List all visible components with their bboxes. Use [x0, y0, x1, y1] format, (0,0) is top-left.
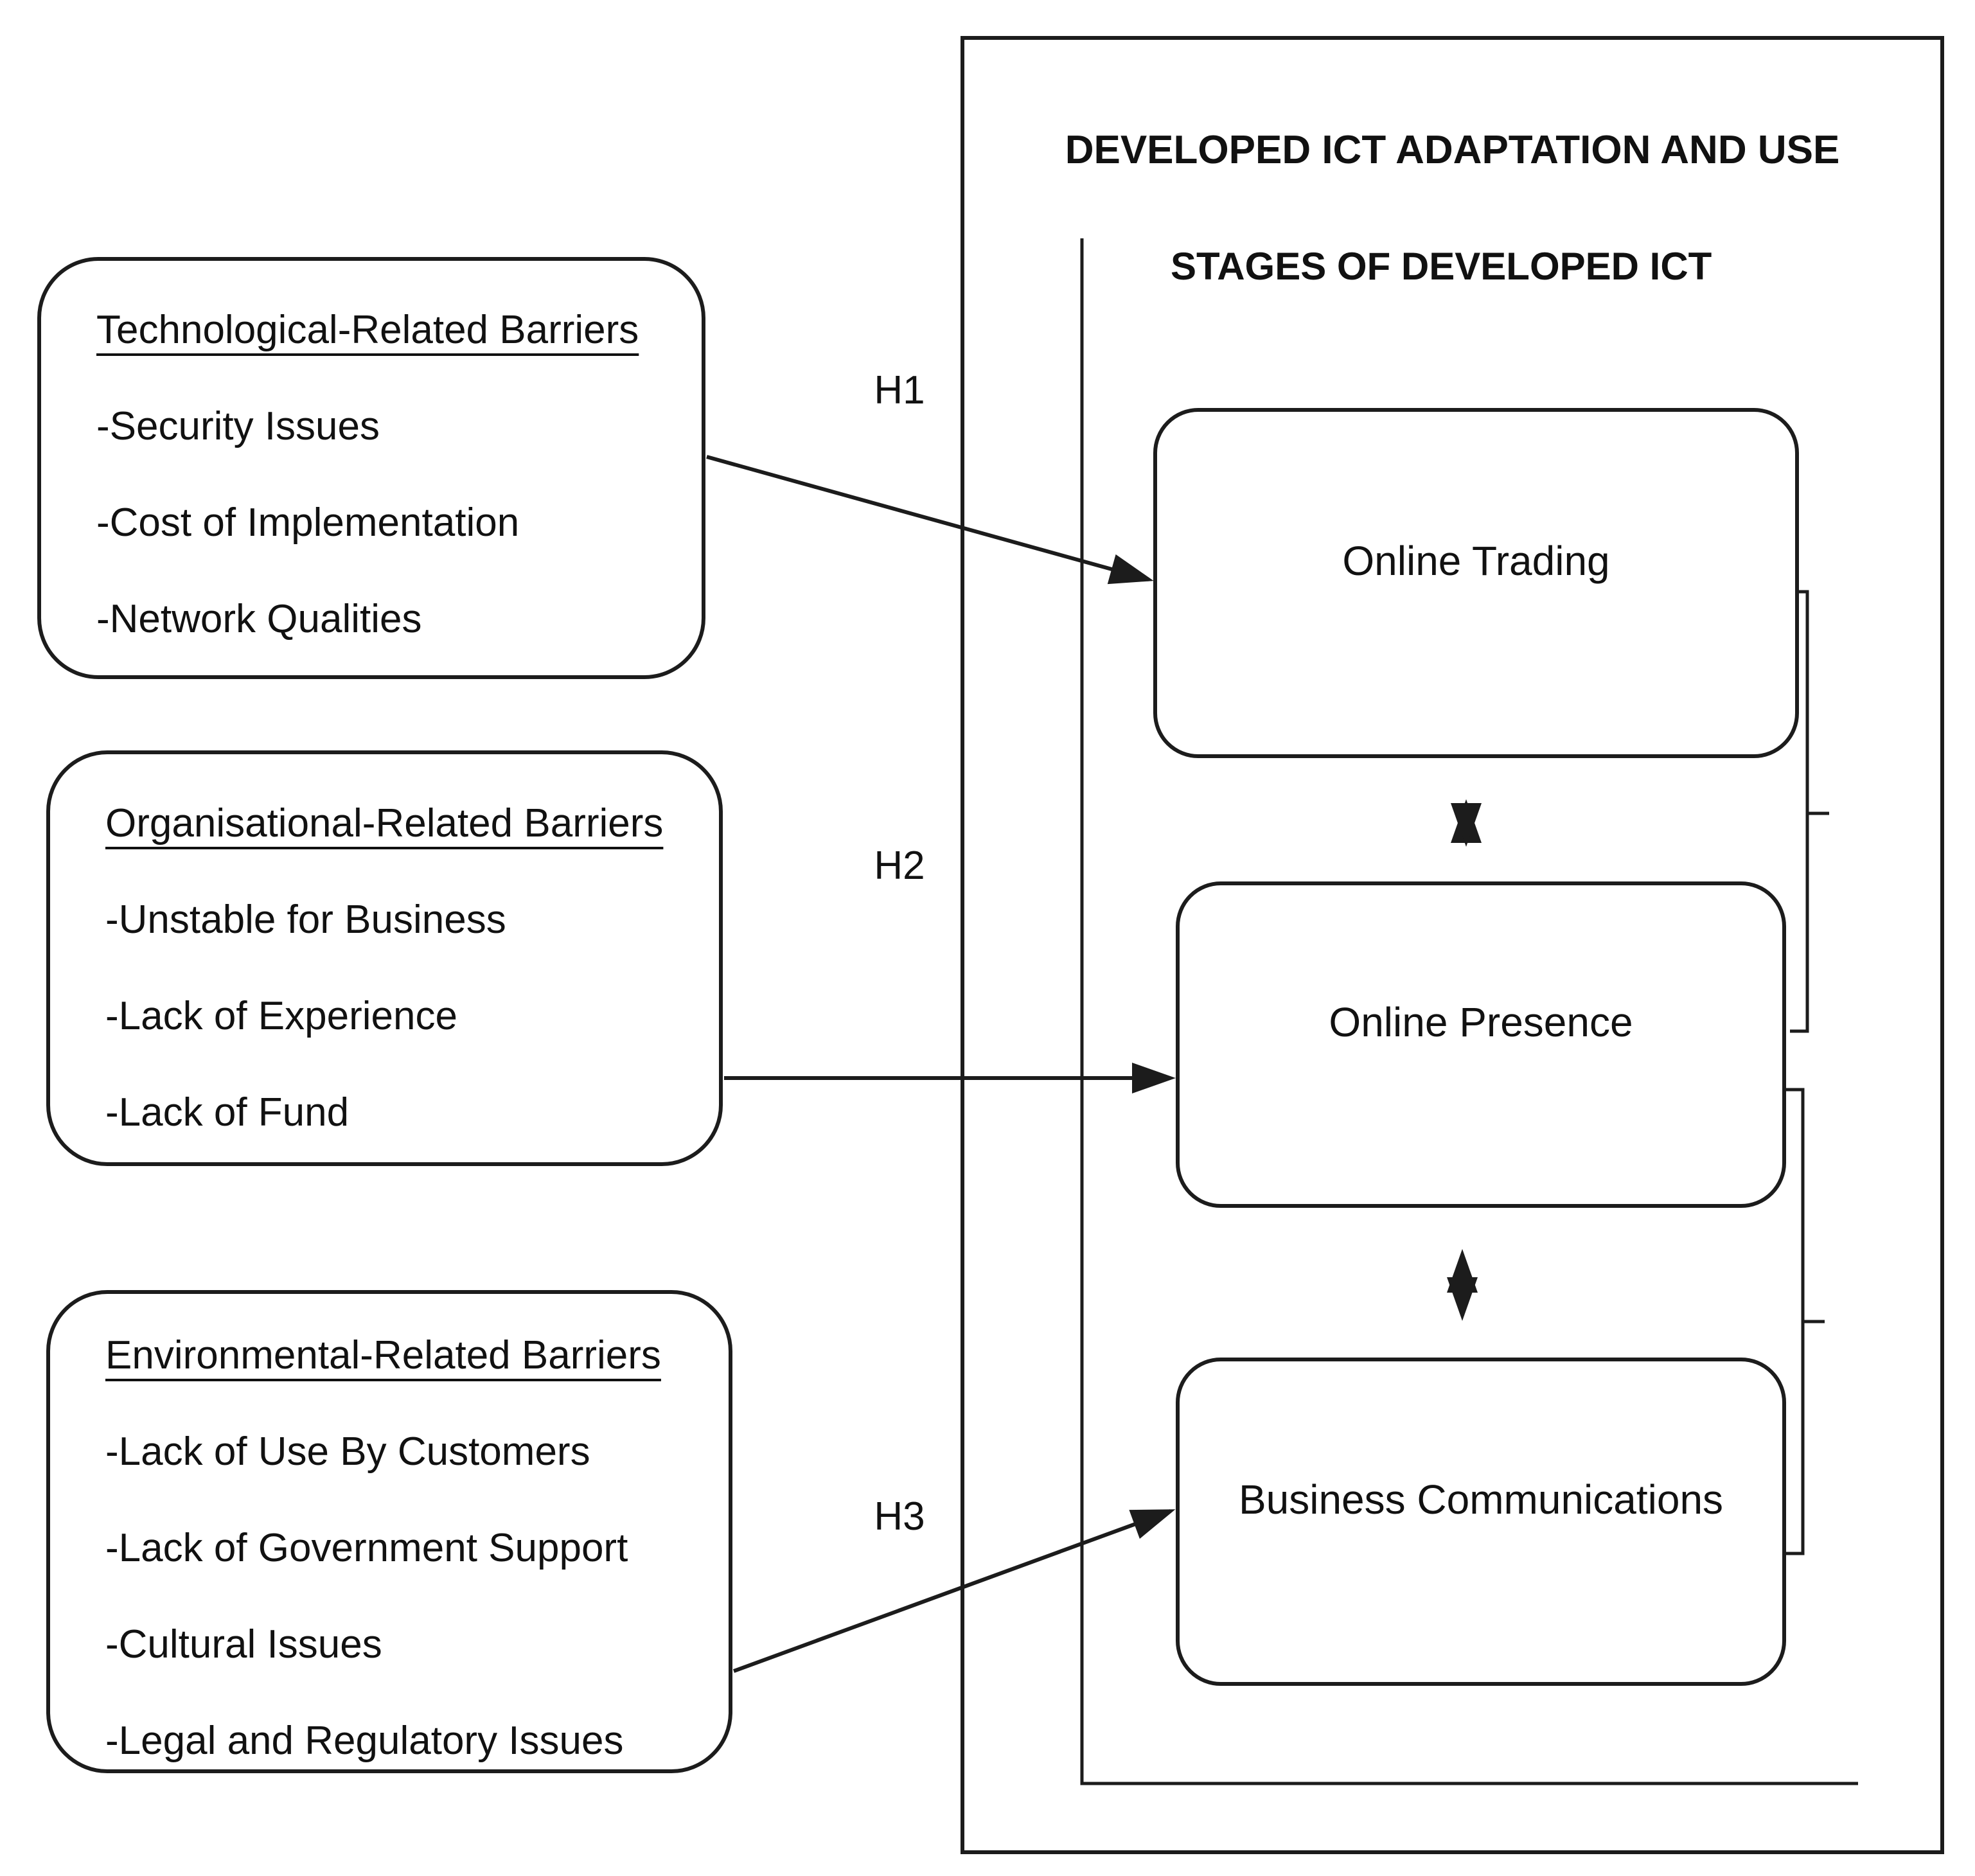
h2-label: H2: [874, 844, 925, 888]
h3-arrow: [732, 1509, 1176, 1673]
h1-arrow: [706, 455, 1154, 585]
barrier-item: -Legal and Regulatory Issues: [105, 1719, 624, 1763]
stages-subtitle: STAGES OF DEVELOPED ICT: [1171, 245, 1712, 288]
barrier-item: -Lack of Experience: [105, 994, 457, 1038]
online-trading-box: Online Trading: [1153, 408, 1799, 758]
online-presence-box: Online Presence: [1176, 881, 1786, 1208]
barrier-title: Technological-Related Barriers: [96, 308, 639, 352]
stage-label: Business Communications: [1238, 1476, 1724, 1523]
barrier-item: -Lack of Use By Customers: [105, 1429, 590, 1474]
barrier-item: -Lack of Government Support: [105, 1526, 628, 1570]
barrier-item: -Lack of Fund: [105, 1090, 350, 1135]
barrier-title: Environmental-Related Barriers: [105, 1333, 661, 1377]
barrier-item: -Unstable for Business: [105, 898, 506, 942]
environmental-barriers-box: Environmental-Related Barriers -Lack of …: [46, 1290, 732, 1773]
barrier-item: -Cost of Implementation: [96, 500, 520, 545]
business-communications-box: Business Communications: [1176, 1358, 1786, 1686]
stage-label: Online Trading: [1342, 537, 1610, 584]
organisational-barriers-box: Organisational-Related Barriers -Unstabl…: [46, 750, 723, 1166]
barrier-item: -Cultural Issues: [105, 1622, 382, 1667]
developed-ict-panel: [961, 36, 1944, 1854]
panel-title: DEVELOPED ICT ADAPTATION AND USE: [1065, 128, 1840, 172]
h3-label: H3: [874, 1494, 925, 1539]
presence-communications-bracket: [1785, 1088, 1825, 1555]
barrier-title: Organisational-Related Barriers: [105, 801, 664, 845]
stages-inner-border-line: [1080, 238, 1858, 1785]
technological-barriers-box: Technological-Related Barriers -Security…: [37, 257, 705, 679]
h1-label: H1: [874, 368, 925, 412]
barrier-item: -Security Issues: [96, 404, 380, 448]
stage-label: Online Presence: [1329, 999, 1633, 1045]
barrier-item: -Network Qualities: [96, 597, 422, 641]
